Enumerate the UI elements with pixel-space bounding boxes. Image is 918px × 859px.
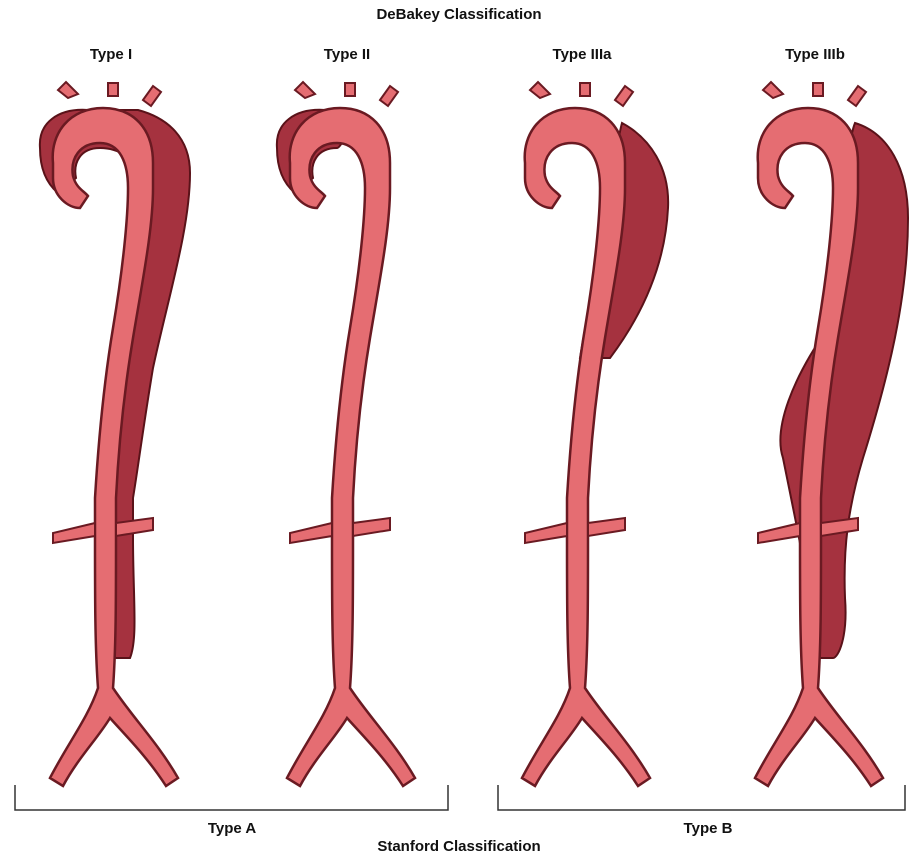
type-b-bracket bbox=[498, 785, 905, 810]
type-ii-aorta bbox=[277, 82, 415, 786]
type-iiia-aorta bbox=[522, 82, 668, 786]
stanford-classification-title: Stanford Classification bbox=[377, 838, 540, 855]
type-a-bracket bbox=[15, 785, 448, 810]
type-i-aorta bbox=[40, 82, 190, 786]
type-a-label: Type A bbox=[208, 820, 256, 837]
type-iiib-aorta bbox=[755, 82, 908, 786]
type-b-label: Type B bbox=[684, 820, 733, 837]
